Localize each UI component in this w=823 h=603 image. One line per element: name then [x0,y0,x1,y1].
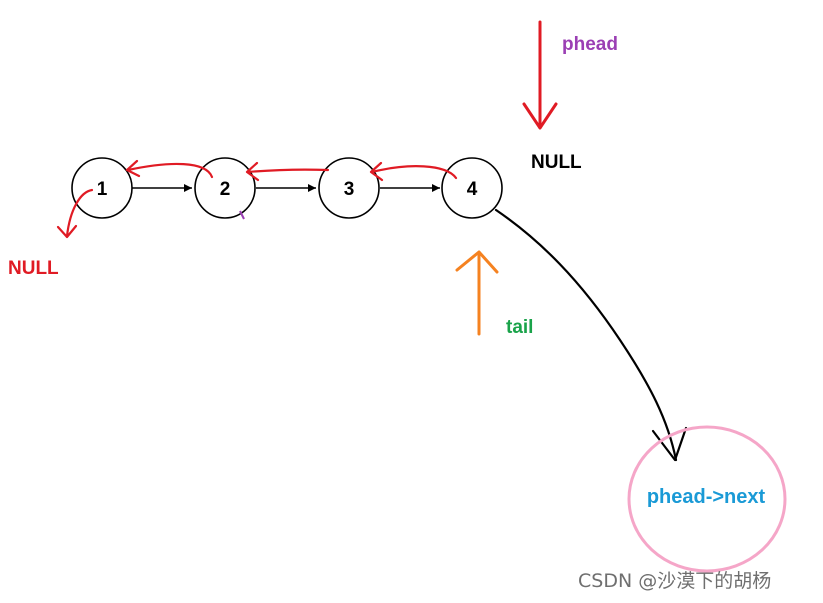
list-node: 2 [194,157,256,219]
reverse-arrow-3-2-head [245,161,260,182]
phead-arrow [522,20,558,130]
node-label: 4 [467,179,478,200]
tail-arrow [455,250,499,336]
list-node: 4 [441,157,503,219]
list-nodes: 1 2 3 4 [71,157,503,219]
reverse-arrow-3-2 [246,168,330,174]
reverse-arrows [56,159,458,239]
circle-text: phead->next [647,486,766,508]
null-left-label: NULL [8,258,59,279]
stray-mark [239,210,245,220]
node-label: 3 [344,179,355,200]
reverse-arrow-4-3-head [369,161,384,182]
reverse-arrow-2-1 [126,162,214,179]
target-circle [627,425,787,573]
watermark: CSDN @沙漠下的胡杨 [578,570,772,592]
list-node: 3 [318,157,380,219]
node-label: 1 [97,179,108,200]
reverse-arrow-1-null [65,188,94,238]
list-node: 1 [71,157,133,219]
reverse-arrow-1-null-head [56,224,78,239]
null-right-label: NULL [531,152,582,173]
phead-label: phead [562,34,618,55]
reverse-arrow-4-3 [370,165,458,180]
tail-label: tail [506,317,533,338]
reverse-arrow-2-1-head [125,159,141,178]
node-label: 2 [220,179,231,200]
